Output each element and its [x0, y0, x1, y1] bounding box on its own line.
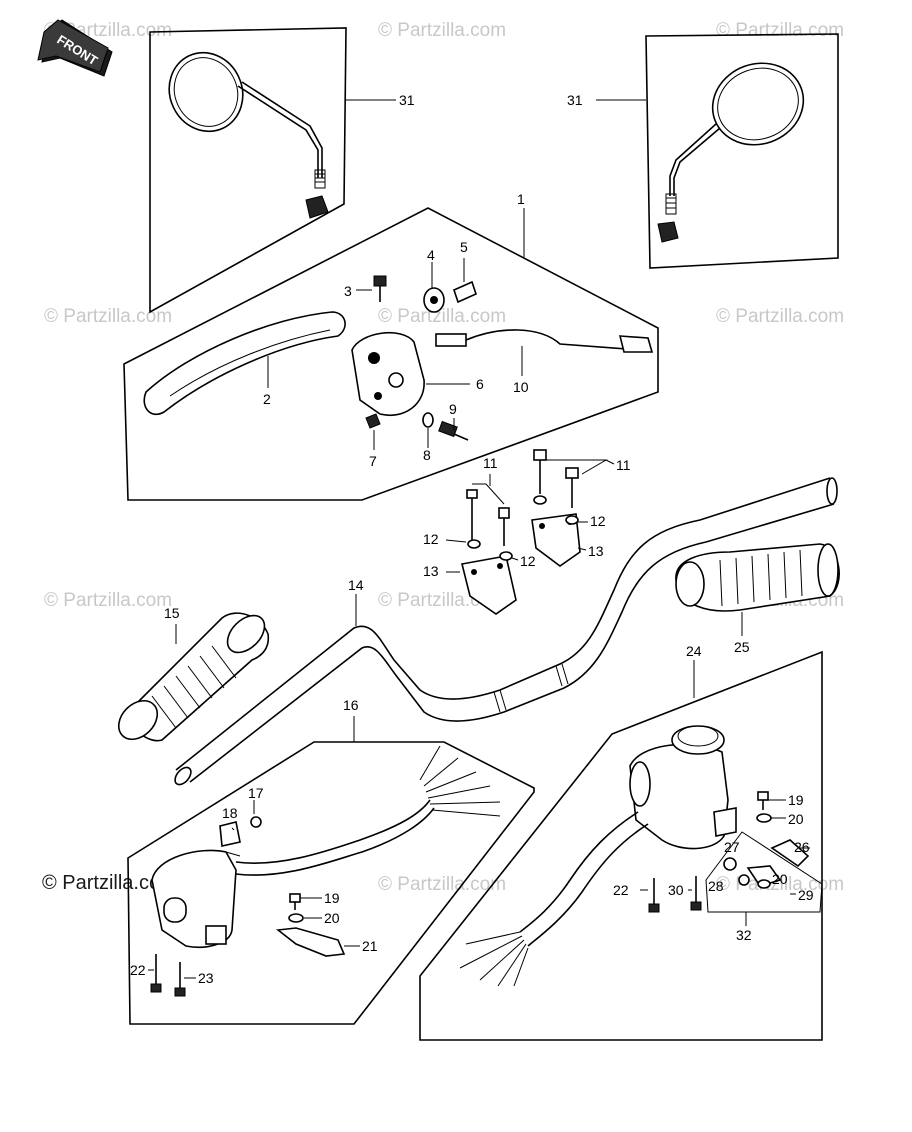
callout-13-right: 13 — [588, 543, 604, 559]
handlebar-holders — [445, 449, 615, 615]
callout-13-left: 13 — [423, 563, 439, 579]
callout-23: 23 — [198, 970, 214, 986]
callout-4: 4 — [427, 247, 435, 263]
callout-21: 21 — [362, 938, 378, 954]
watermark: © Partzilla.com — [44, 590, 173, 611]
callout-19-left: 19 — [324, 890, 340, 906]
callout-26: 26 — [794, 839, 810, 855]
right-grip — [675, 543, 840, 636]
watermark: © Partzilla.com — [716, 306, 845, 327]
right-mirror-group — [596, 33, 839, 269]
callout-24: 24 — [686, 643, 702, 659]
callout-6: 6 — [476, 376, 484, 392]
callout-31-left: 31 — [399, 92, 415, 108]
callout-28: 28 — [708, 878, 724, 894]
callout-7: 7 — [369, 453, 377, 469]
callout-12-left: 12 — [423, 531, 439, 547]
watermark-dark: © Partzilla.com — [42, 872, 177, 894]
watermark: © Partzilla.com — [378, 306, 507, 327]
callout-22-right: 22 — [613, 882, 629, 898]
callout-19-right: 19 — [788, 792, 804, 808]
callout-9: 9 — [449, 401, 457, 417]
left-mirror-group — [149, 27, 396, 314]
callout-11-left: 11 — [483, 455, 498, 471]
callout-20-right: 20 — [788, 811, 804, 827]
callout-1: 1 — [517, 191, 525, 207]
callout-27: 27 — [724, 839, 740, 855]
callout-5: 5 — [460, 239, 468, 255]
callout-31-right: 31 — [567, 92, 583, 108]
watermark: © Partzilla.com — [44, 306, 173, 327]
callout-16: 16 — [343, 697, 359, 713]
callout-17: 17 — [248, 785, 264, 801]
left-switch-group — [127, 716, 535, 1025]
callout-18: 18 — [222, 805, 238, 821]
callout-29: 29 — [798, 887, 814, 903]
callout-30: 30 — [668, 882, 684, 898]
callout-14: 14 — [348, 577, 364, 593]
right-switch-group — [419, 650, 823, 1041]
callout-10: 10 — [513, 379, 529, 395]
watermark: © Partzilla.com — [378, 20, 507, 41]
callout-numbers: 1 2 3 4 5 6 7 8 9 10 11 11 12 12 12 13 1… — [130, 92, 814, 986]
handlebar — [174, 477, 838, 786]
callout-20-sub: 20 — [772, 871, 788, 887]
callout-8: 8 — [423, 447, 431, 463]
callout-15: 15 — [164, 605, 180, 621]
watermark: © Partzilla.com — [378, 874, 507, 895]
callout-3: 3 — [344, 283, 352, 299]
watermark: © Partzilla.com — [716, 20, 845, 41]
callout-22-left: 22 — [130, 962, 146, 978]
callout-32: 32 — [736, 927, 752, 943]
callout-12-middle: 12 — [520, 553, 536, 569]
callout-12-right: 12 — [590, 513, 606, 529]
callout-25: 25 — [734, 639, 750, 655]
lever-assembly-group — [123, 207, 659, 501]
front-arrow: FRONT — [37, 19, 113, 77]
callout-2: 2 — [263, 391, 271, 407]
callout-20-left: 20 — [324, 910, 340, 926]
callout-11-right: 11 — [616, 457, 631, 473]
left-grip — [117, 612, 270, 742]
